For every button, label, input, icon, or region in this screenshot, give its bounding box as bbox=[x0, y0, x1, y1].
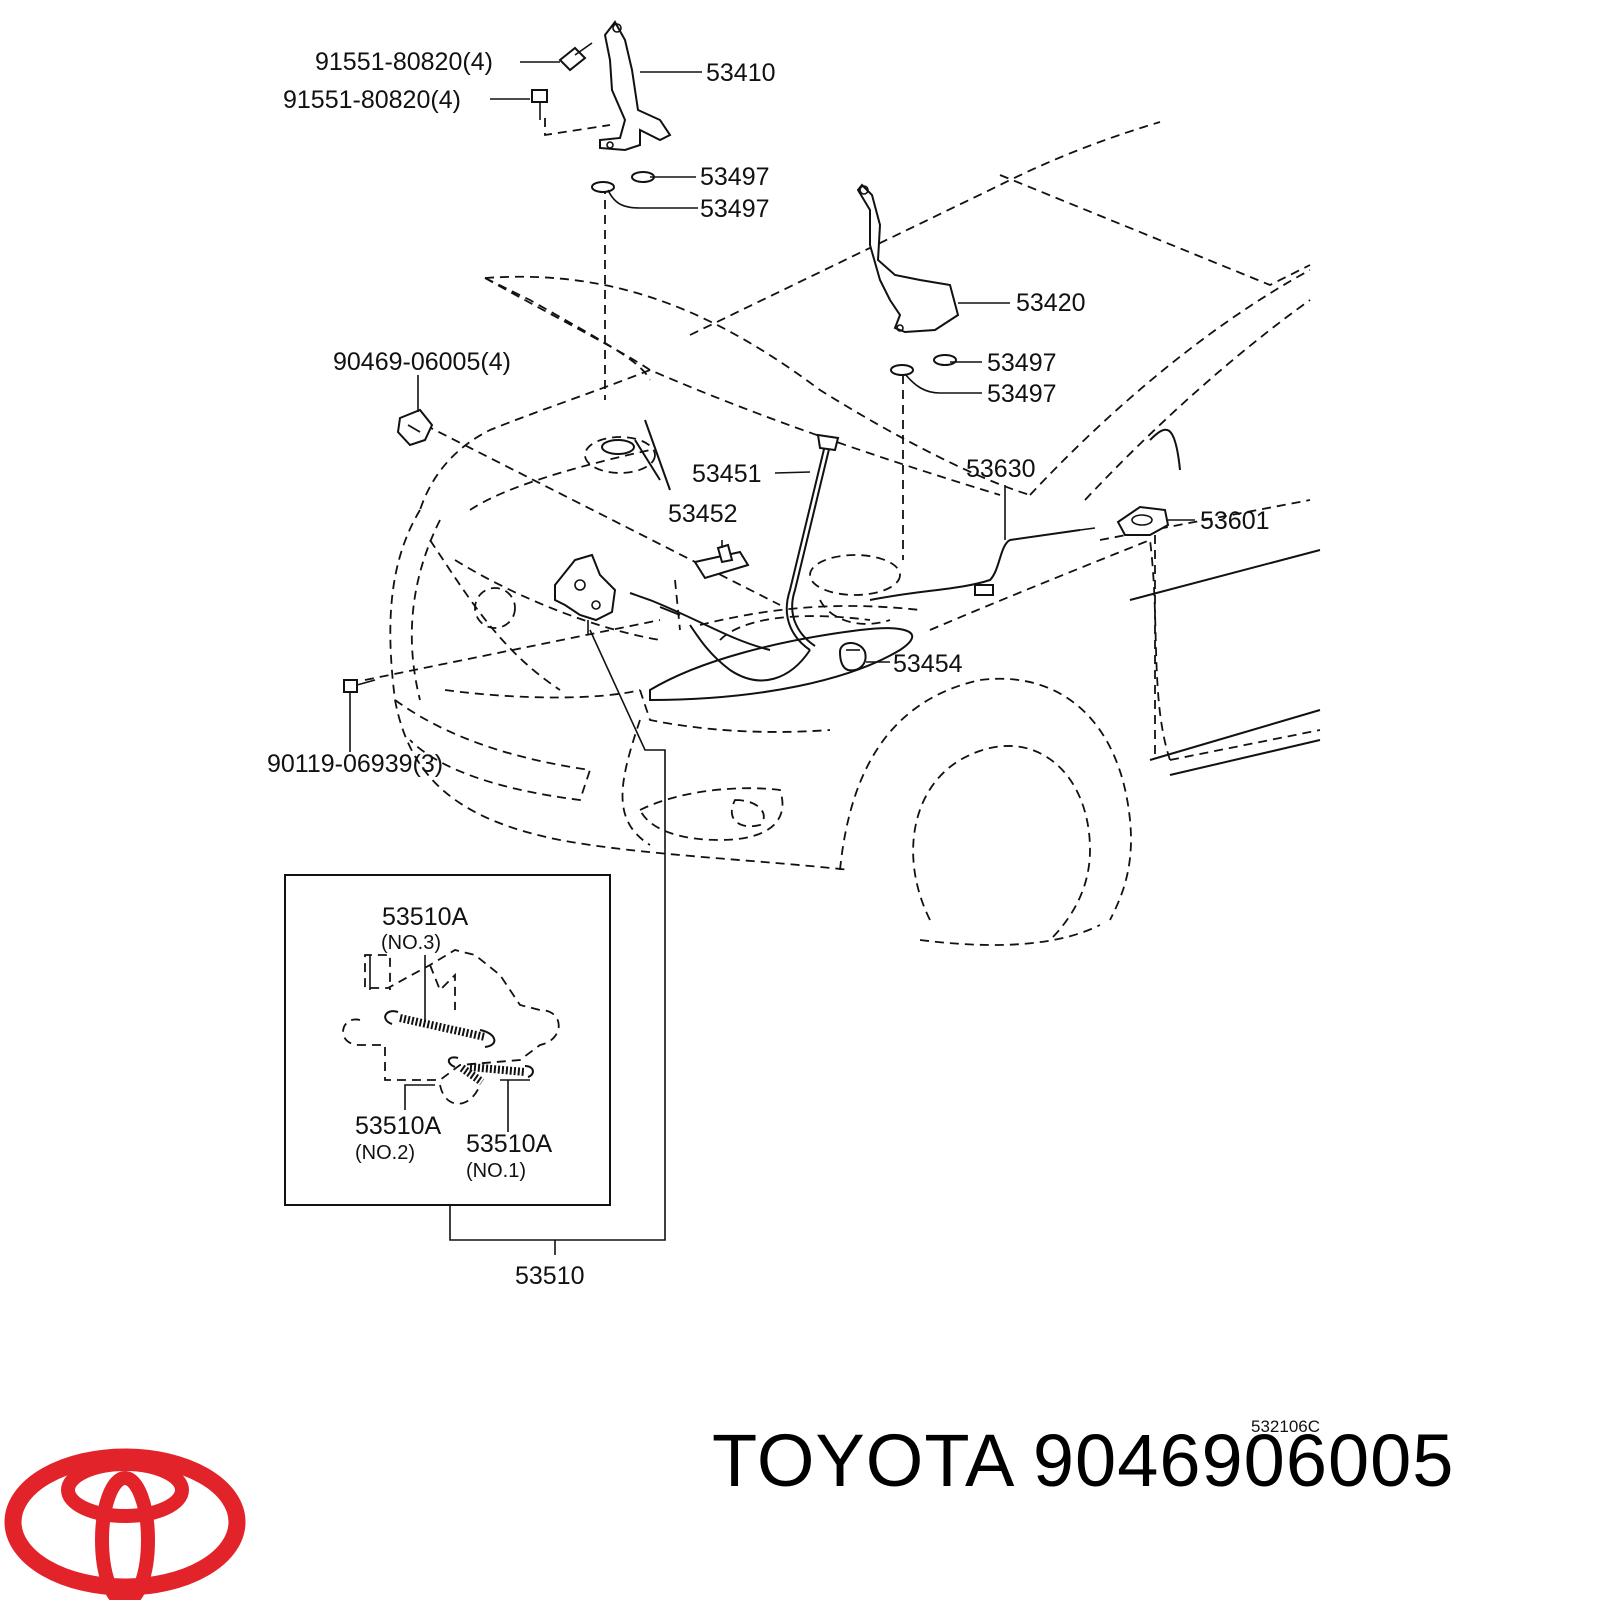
inset-spring-no3-sub: (NO.3) bbox=[381, 932, 441, 954]
spring-no1 bbox=[469, 1063, 534, 1078]
car-body-outline bbox=[389, 121, 1321, 946]
spring-no3 bbox=[384, 1010, 496, 1048]
hinge-left bbox=[599, 20, 672, 152]
leader-lines bbox=[349, 61, 1195, 1255]
washer-l2 bbox=[591, 181, 615, 193]
callout-release-lever: 53601 bbox=[1200, 507, 1270, 535]
callout-washer-r2: 53497 bbox=[987, 380, 1057, 408]
inset-spring-no2-label: 53510A bbox=[355, 1112, 442, 1140]
callout-hinge-right: 53420 bbox=[1016, 289, 1086, 317]
callout-rod-holder: 53452 bbox=[668, 500, 738, 528]
diagram-code: 532106C bbox=[1251, 1417, 1320, 1436]
callout-lock-assy: 53510 bbox=[515, 1262, 585, 1290]
screw bbox=[343, 679, 376, 693]
clip bbox=[396, 408, 434, 447]
callout-screw: 90119-06939(3) bbox=[267, 750, 443, 778]
inset-spring-no2-sub: (NO.2) bbox=[355, 1142, 415, 1164]
hood-lock bbox=[554, 553, 617, 635]
release-cable bbox=[629, 527, 1096, 651]
inset-spring-no1-label: 53510A bbox=[466, 1130, 553, 1158]
callout-release-cable: 53630 bbox=[966, 455, 1036, 483]
callout-cushion: 53454 bbox=[893, 650, 963, 678]
alignment-lines bbox=[364, 118, 1156, 760]
callout-washer-l2: 53497 bbox=[700, 195, 770, 223]
callout-bolt-upper: 91551-80820(4) bbox=[315, 48, 493, 76]
callout-clip: 90469-06005(4) bbox=[333, 348, 511, 376]
inset-spring-no3-label: 53510A bbox=[382, 903, 469, 931]
hinge-right bbox=[856, 183, 960, 334]
callout-support-rod: 53451 bbox=[692, 460, 762, 488]
spring-inset bbox=[284, 874, 611, 1206]
callout-washer-r1: 53497 bbox=[987, 349, 1057, 377]
cushion bbox=[838, 642, 867, 672]
brand-caption: TOYOTA 9046906005 bbox=[712, 1419, 1455, 1502]
inset-spring-no1-sub: (NO.1) bbox=[466, 1160, 526, 1182]
bolt-upper bbox=[558, 42, 593, 72]
toyota-logo-icon bbox=[4, 1448, 246, 1600]
washer-r1 bbox=[933, 354, 957, 366]
bolt-lower bbox=[531, 89, 548, 120]
callout-bolt-lower: 91551-80820(4) bbox=[283, 86, 461, 114]
callout-hinge-left: 53410 bbox=[706, 59, 776, 87]
washer-r2 bbox=[890, 364, 914, 376]
rod-holder bbox=[693, 543, 750, 580]
spring-no2 bbox=[447, 1056, 485, 1086]
release-lever bbox=[1116, 505, 1170, 536]
callout-washer-l1: 53497 bbox=[700, 163, 770, 191]
support-rod bbox=[689, 433, 840, 682]
